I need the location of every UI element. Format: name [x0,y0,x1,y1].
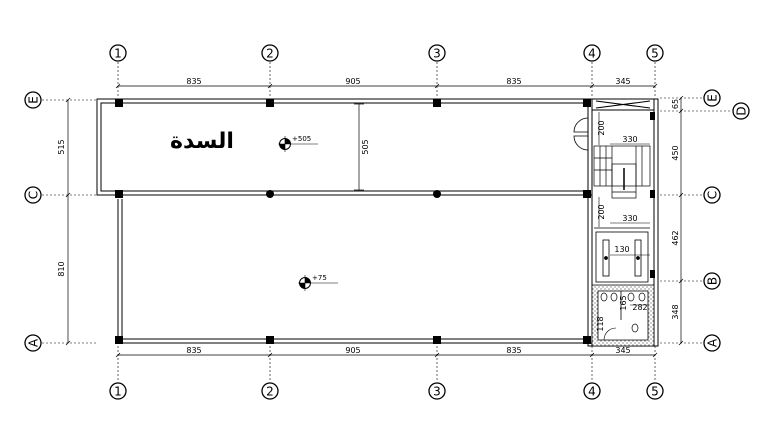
grid-bubble-4-bottom: 4 [583,382,601,400]
stair-run-top: 330 [622,135,637,144]
grid-label: C [27,191,41,199]
dimension-value: 835 [186,346,201,355]
grid-bubble-2-top: 2 [261,44,279,62]
grid-label: 3 [433,47,441,61]
dimension-value: 835 [186,77,201,86]
grid-bubble-5-bottom: 5 [646,382,664,400]
dimension-value: 835 [506,346,521,355]
dimension-line-right [678,95,684,346]
grid-bubble-A-left: A [24,334,42,352]
grid-label: B [706,277,720,285]
wc-depth: 165 [619,295,628,310]
dimension-line-bottom [115,352,658,358]
grid-bubble-B-right: B [703,272,721,290]
wc-left: 118 [596,316,605,331]
mezzanine-height-dimension [354,103,364,191]
dimension-value: 905 [345,77,360,86]
dimension-value: 345 [615,77,630,86]
grid-label: 1 [114,385,122,399]
grid-label: 1 [114,47,122,61]
grid-bubble-1-bottom: 1 [109,382,127,400]
level-marker-lower [298,275,338,291]
dimension-value: 65 [671,99,680,109]
dimension-value: 835 [506,77,521,86]
dimension-value: 345 [615,346,630,355]
grid-label: 2 [266,385,274,399]
grid-bubble-C-left: C [24,186,42,204]
grid-bubble-D-right: D [732,102,750,120]
dimension-line-left [65,97,71,346]
wc-area [591,284,655,347]
grid-label: E [27,96,41,104]
dimension-value: 905 [345,346,360,355]
dimension-value: 462 [671,230,680,245]
lobby-width: 130 [614,245,629,254]
grid-label: A [706,338,720,347]
grid-bubble-4-top: 4 [583,44,601,62]
grid-bubble-E-left: E [24,91,42,109]
level-marker-upper [278,136,318,152]
grid-bubble-E-right: E [703,89,721,107]
door-swing-icon [573,117,589,151]
dimension-line-top [115,83,658,89]
stair-run-bottom: 330 [622,214,637,223]
grid-extension-lines [42,62,732,382]
grid-label: A [27,338,41,347]
grid-bubble-3-bottom: 3 [428,382,446,400]
mezzanine-height-value: 505 [361,139,370,154]
dimension-value: 810 [57,261,66,276]
dimension-value: 348 [671,304,680,319]
grid-bubble-1-top: 1 [109,44,127,62]
stair-width-bottom: 200 [597,204,606,219]
grid-label: C [706,191,720,199]
grid-bubble-C-right: C [703,186,721,204]
grid-bubble-2-bottom: 2 [261,382,279,400]
grid-label: 2 [266,47,274,61]
grid-bubble-3-top: 3 [428,44,446,62]
wc-span: 282 [632,303,647,312]
grid-label: E [706,94,720,102]
grid-label: 4 [588,385,596,399]
grid-bubble-5-top: 5 [646,44,664,62]
stair-width-top: 200 [597,120,606,135]
grid-label: 4 [588,47,596,61]
room-label: السدة [170,129,234,154]
stair-icon [593,145,651,229]
lobby-outline [595,231,649,283]
grid-bubble-A-right: A [703,334,721,352]
dimension-value: 450 [671,145,680,160]
dimension-value: 515 [57,139,66,154]
grid-label: 5 [651,385,659,399]
level-value-lower: +75 [312,274,327,282]
main-floor-outline [117,199,592,344]
stair-dimension-lines [598,112,650,306]
columns [115,99,655,344]
grid-label: 3 [433,385,441,399]
level-value-upper: +505 [292,135,311,143]
grid-label: D [735,106,749,115]
grid-label: 5 [651,47,659,61]
